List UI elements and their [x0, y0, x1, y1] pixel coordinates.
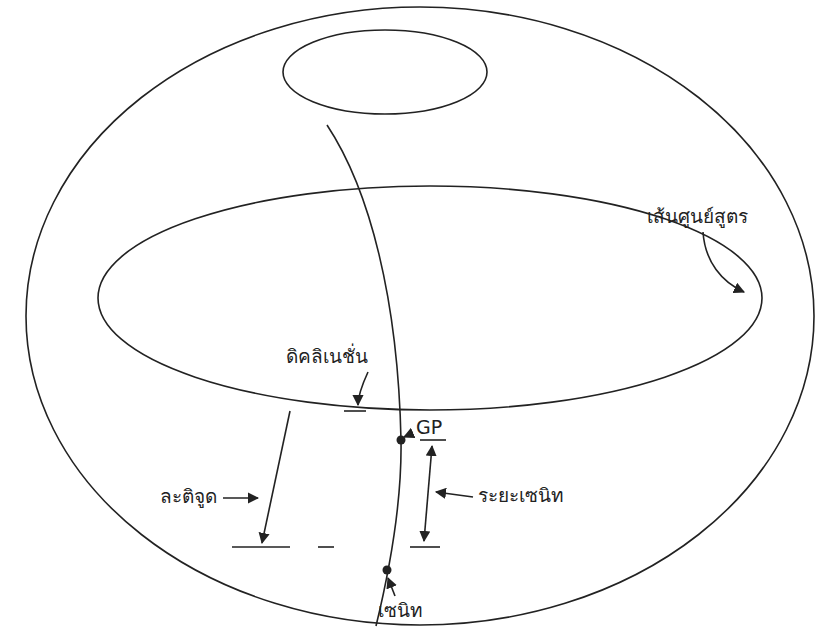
zenith-dot: [383, 566, 392, 575]
tick: [410, 546, 440, 548]
sphere-outline: [26, 7, 814, 625]
equator-label: เส้นศูนย์สูตร: [645, 205, 750, 229]
declination-label: ดิคลิเนชั่น: [284, 345, 370, 369]
tick: [420, 439, 446, 441]
tick: [344, 410, 366, 412]
zenith-label: เซนิท: [376, 599, 425, 623]
leader-line: [358, 372, 368, 405]
leader-line: [703, 232, 744, 292]
tick: [318, 546, 334, 548]
leader-line: [436, 492, 473, 497]
leader-line: [223, 497, 258, 499]
latitude-label: ละติจูด: [158, 485, 219, 509]
equator: [98, 186, 762, 410]
meridian: [327, 125, 401, 626]
gp-dot: [397, 436, 406, 445]
gp-label: GP: [414, 416, 444, 440]
polar-cap: [283, 30, 487, 114]
leader-line: [404, 433, 413, 437]
zenith-distance-arrow: [424, 446, 432, 541]
leader-line: [388, 578, 395, 596]
latitude-arrow: [262, 411, 290, 543]
zenith-distance-label: ระยะเซนิท: [476, 484, 566, 508]
tick: [232, 546, 290, 548]
